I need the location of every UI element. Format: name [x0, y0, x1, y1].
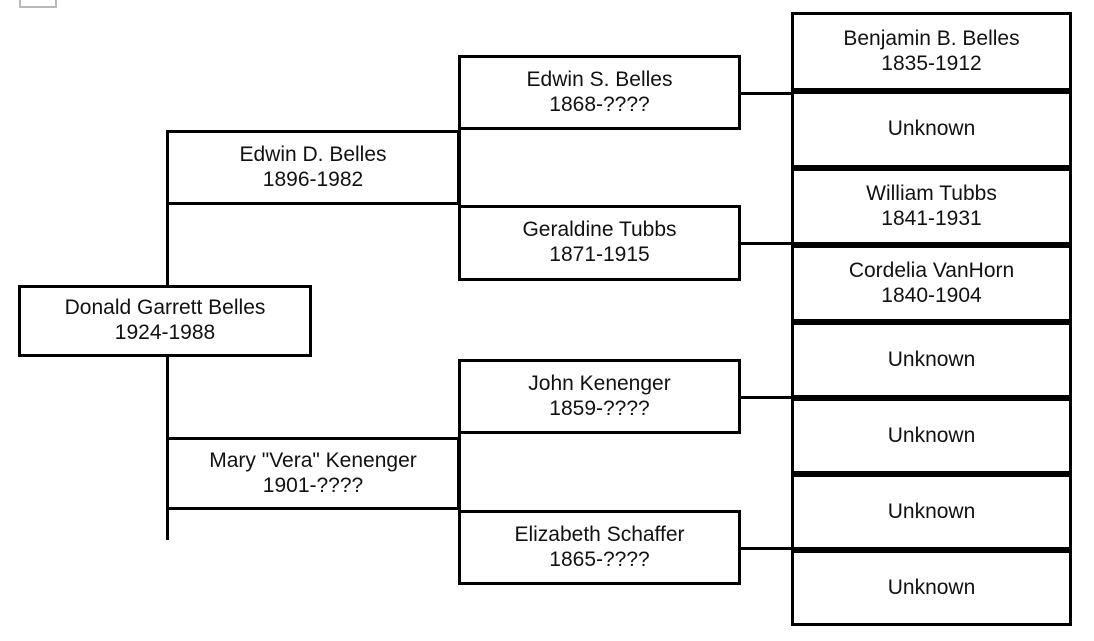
- person-box-great-grandparent-4[interactable]: Cordelia VanHorn 1840-1904: [791, 245, 1072, 322]
- person-box-great-grandparent-8[interactable]: Unknown: [791, 550, 1072, 626]
- person-box-father[interactable]: Edwin D. Belles 1896-1982: [166, 130, 460, 205]
- connector-gp2-to-ggp-stub: [738, 242, 794, 245]
- person-box-great-grandparent-3[interactable]: William Tubbs 1841-1931: [791, 168, 1072, 245]
- clipped-rectangle-artifact: [19, 0, 57, 8]
- person-name: William Tubbs: [866, 181, 997, 205]
- person-name: Geraldine Tubbs: [522, 218, 677, 242]
- connector-gp4-to-ggp-stub: [738, 547, 794, 550]
- person-name: Unknown: [887, 499, 976, 523]
- person-dates: 1859-????: [549, 396, 650, 420]
- person-name: Benjamin B. Belles: [843, 26, 1020, 50]
- person-dates: 1871-1915: [549, 243, 650, 266]
- person-name: Donald Garrett Belles: [64, 296, 266, 320]
- person-box-grandparent-1[interactable]: Edwin S. Belles 1868-????: [458, 55, 741, 130]
- person-name: John Kenenger: [528, 371, 671, 395]
- person-box-grandparent-3[interactable]: John Kenenger 1859-????: [458, 359, 741, 434]
- person-box-great-grandparent-1[interactable]: Benjamin B. Belles 1835-1912: [791, 12, 1072, 91]
- person-name: Mary "Vera" Kenenger: [209, 448, 417, 472]
- person-dates: 1865-????: [549, 547, 650, 571]
- person-dates: 1868-????: [549, 92, 650, 116]
- person-dates: 1896-1982: [262, 167, 364, 191]
- person-name: Elizabeth Schaffer: [514, 522, 685, 546]
- person-dates: 1841-1931: [881, 206, 982, 230]
- person-name: Unknown: [887, 347, 976, 371]
- connector-gp1-to-ggp-stub: [738, 92, 794, 95]
- person-box-great-grandparent-2[interactable]: Unknown: [791, 91, 1072, 168]
- person-name: Edwin D. Belles: [239, 142, 387, 166]
- person-dates: 1835-1912: [881, 51, 982, 75]
- person-box-grandparent-2[interactable]: Geraldine Tubbs 1871-1915: [458, 205, 741, 281]
- person-name: Unknown: [887, 575, 976, 599]
- connector-parents-spine: [166, 202, 169, 540]
- person-box-root[interactable]: Donald Garrett Belles 1924-1988: [18, 285, 312, 357]
- person-box-great-grandparent-6[interactable]: Unknown: [791, 398, 1072, 474]
- person-dates: 1840-1904: [881, 283, 982, 307]
- connector-gp3-to-ggp-stub: [738, 396, 794, 399]
- person-box-great-grandparent-7[interactable]: Unknown: [791, 474, 1072, 550]
- person-box-mother[interactable]: Mary "Vera" Kenenger 1901-????: [166, 437, 460, 510]
- person-name: Edwin S. Belles: [526, 67, 673, 91]
- person-dates: 1901-????: [262, 473, 364, 497]
- person-name: Unknown: [887, 117, 976, 141]
- person-box-great-grandparent-5[interactable]: Unknown: [791, 322, 1072, 398]
- person-name: Cordelia VanHorn: [848, 258, 1015, 282]
- person-name: Unknown: [887, 423, 976, 447]
- person-box-grandparent-4[interactable]: Elizabeth Schaffer 1865-????: [458, 510, 741, 585]
- person-dates: 1924-1988: [114, 321, 216, 344]
